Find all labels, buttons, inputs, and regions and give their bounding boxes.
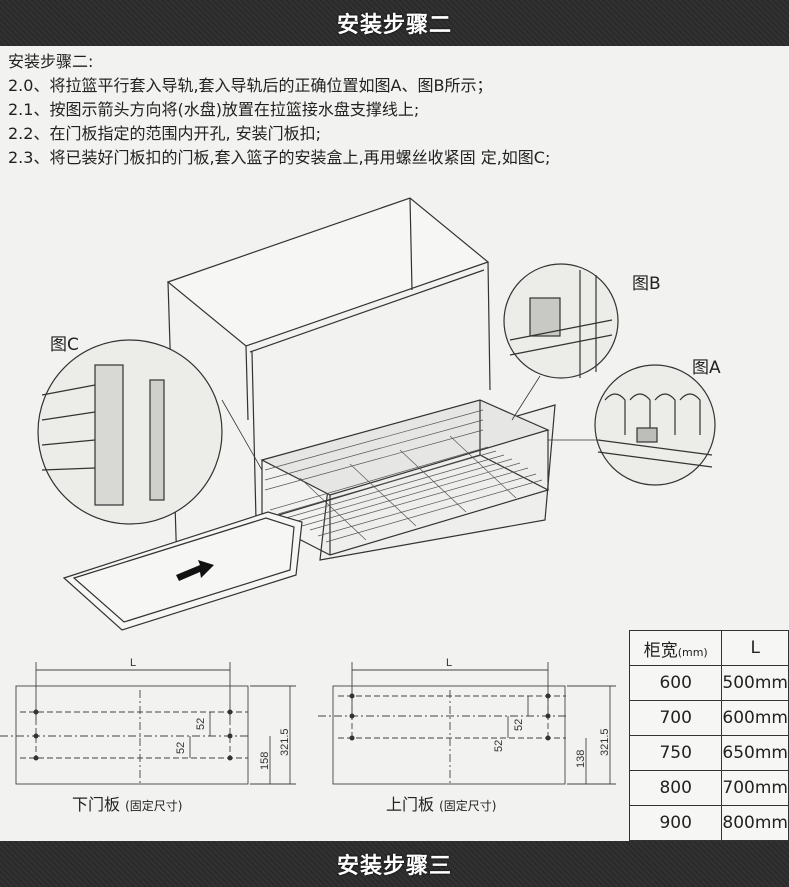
upper-dim-l: L: [446, 657, 452, 669]
step-2-1: 2.1、按图示箭头方向将(水盘)放置在拉篮接水盘支撑线上;: [8, 100, 420, 119]
detail-b-circle: [503, 263, 619, 379]
assembly-illustration: L 52 52 158 321.5 L 52 52 138 321.5: [0, 197, 716, 785]
lower-door-caption: 下门板 (固定尺寸): [72, 791, 182, 815]
arrow-icon: [176, 560, 214, 581]
spec-header-l: L: [721, 630, 789, 666]
water-tray: [62, 511, 303, 631]
top-banner-title: 安装步骤二: [336, 13, 452, 38]
upper-dim-52b: 52: [493, 740, 505, 752]
lower-door-title: 下门板: [72, 795, 121, 814]
spec-width-cell: 800: [628, 770, 723, 806]
lower-dim-321: 321.5: [279, 728, 291, 756]
upper-dim-52a: 52: [513, 719, 525, 731]
spec-width-cell: 750: [628, 735, 723, 771]
upper-door-drawing: [318, 662, 616, 785]
figure-a-label: 图A: [692, 358, 721, 378]
lower-door-drawing: [0, 662, 296, 785]
basket-wires: [264, 409, 543, 543]
upper-dim-138: 138: [575, 750, 587, 768]
lower-dim-52b: 52: [175, 742, 187, 754]
upper-door-caption: 上门板 (固定尺寸): [386, 791, 496, 815]
lower-door-note: (固定尺寸): [125, 799, 183, 813]
spec-header-width: 柜宽(mm): [628, 630, 723, 666]
upper-door-note: (固定尺寸): [439, 799, 497, 813]
spec-width-cell: 900: [628, 805, 723, 841]
upper-dim-321: 321.5: [599, 728, 611, 756]
bottom-banner-title: 安装步骤三: [336, 854, 452, 879]
instructions-heading: 安装步骤二:: [8, 52, 94, 71]
detail-a-circle: [594, 364, 716, 486]
figure-c-label: 图C: [50, 335, 79, 355]
upper-door-title: 上门板: [386, 795, 435, 814]
top-banner: 安装步骤二: [0, 0, 789, 46]
lower-dim-52a: 52: [195, 718, 207, 730]
spec-width-cell: 600: [628, 665, 723, 701]
spec-header-row: 柜宽(mm) L: [628, 630, 789, 666]
bottom-banner: 安装步骤三: [0, 841, 789, 887]
detail-c-circle: [37, 339, 223, 525]
upper-door-holes: [349, 693, 551, 741]
lower-dim-158: 158: [259, 752, 271, 770]
spec-l-cell: 700mm: [721, 770, 789, 806]
instructions: 安装步骤二: 2.0、将拉篮平行套入导轨,套入导轨后的正确位置如图A、图B所示；…: [8, 50, 550, 170]
lower-dim-l: L: [130, 657, 136, 669]
spec-width-cell: 700: [628, 700, 723, 736]
spec-l-cell: 650mm: [721, 735, 789, 771]
lower-door-holes: [33, 709, 233, 761]
spec-l-cell: 500mm: [721, 665, 789, 701]
step-2-2: 2.2、在门板指定的范围内开孔, 安装门板扣;: [8, 124, 322, 143]
spec-l-cell: 600mm: [721, 700, 789, 736]
spec-l-cell: 800mm: [721, 805, 789, 841]
figure-b-label: 图B: [632, 274, 661, 294]
step-2-0: 2.0、将拉篮平行套入导轨,套入导轨后的正确位置如图A、图B所示；: [8, 76, 493, 95]
step-2-3: 2.3、将已装好门板扣的门板,套入篮子的安装盒上,再用螺丝收紧固 定,如图C;: [8, 148, 551, 167]
dimension-labels: L 52 52 158 321.5 L 52 52 138 321.5: [130, 657, 611, 770]
